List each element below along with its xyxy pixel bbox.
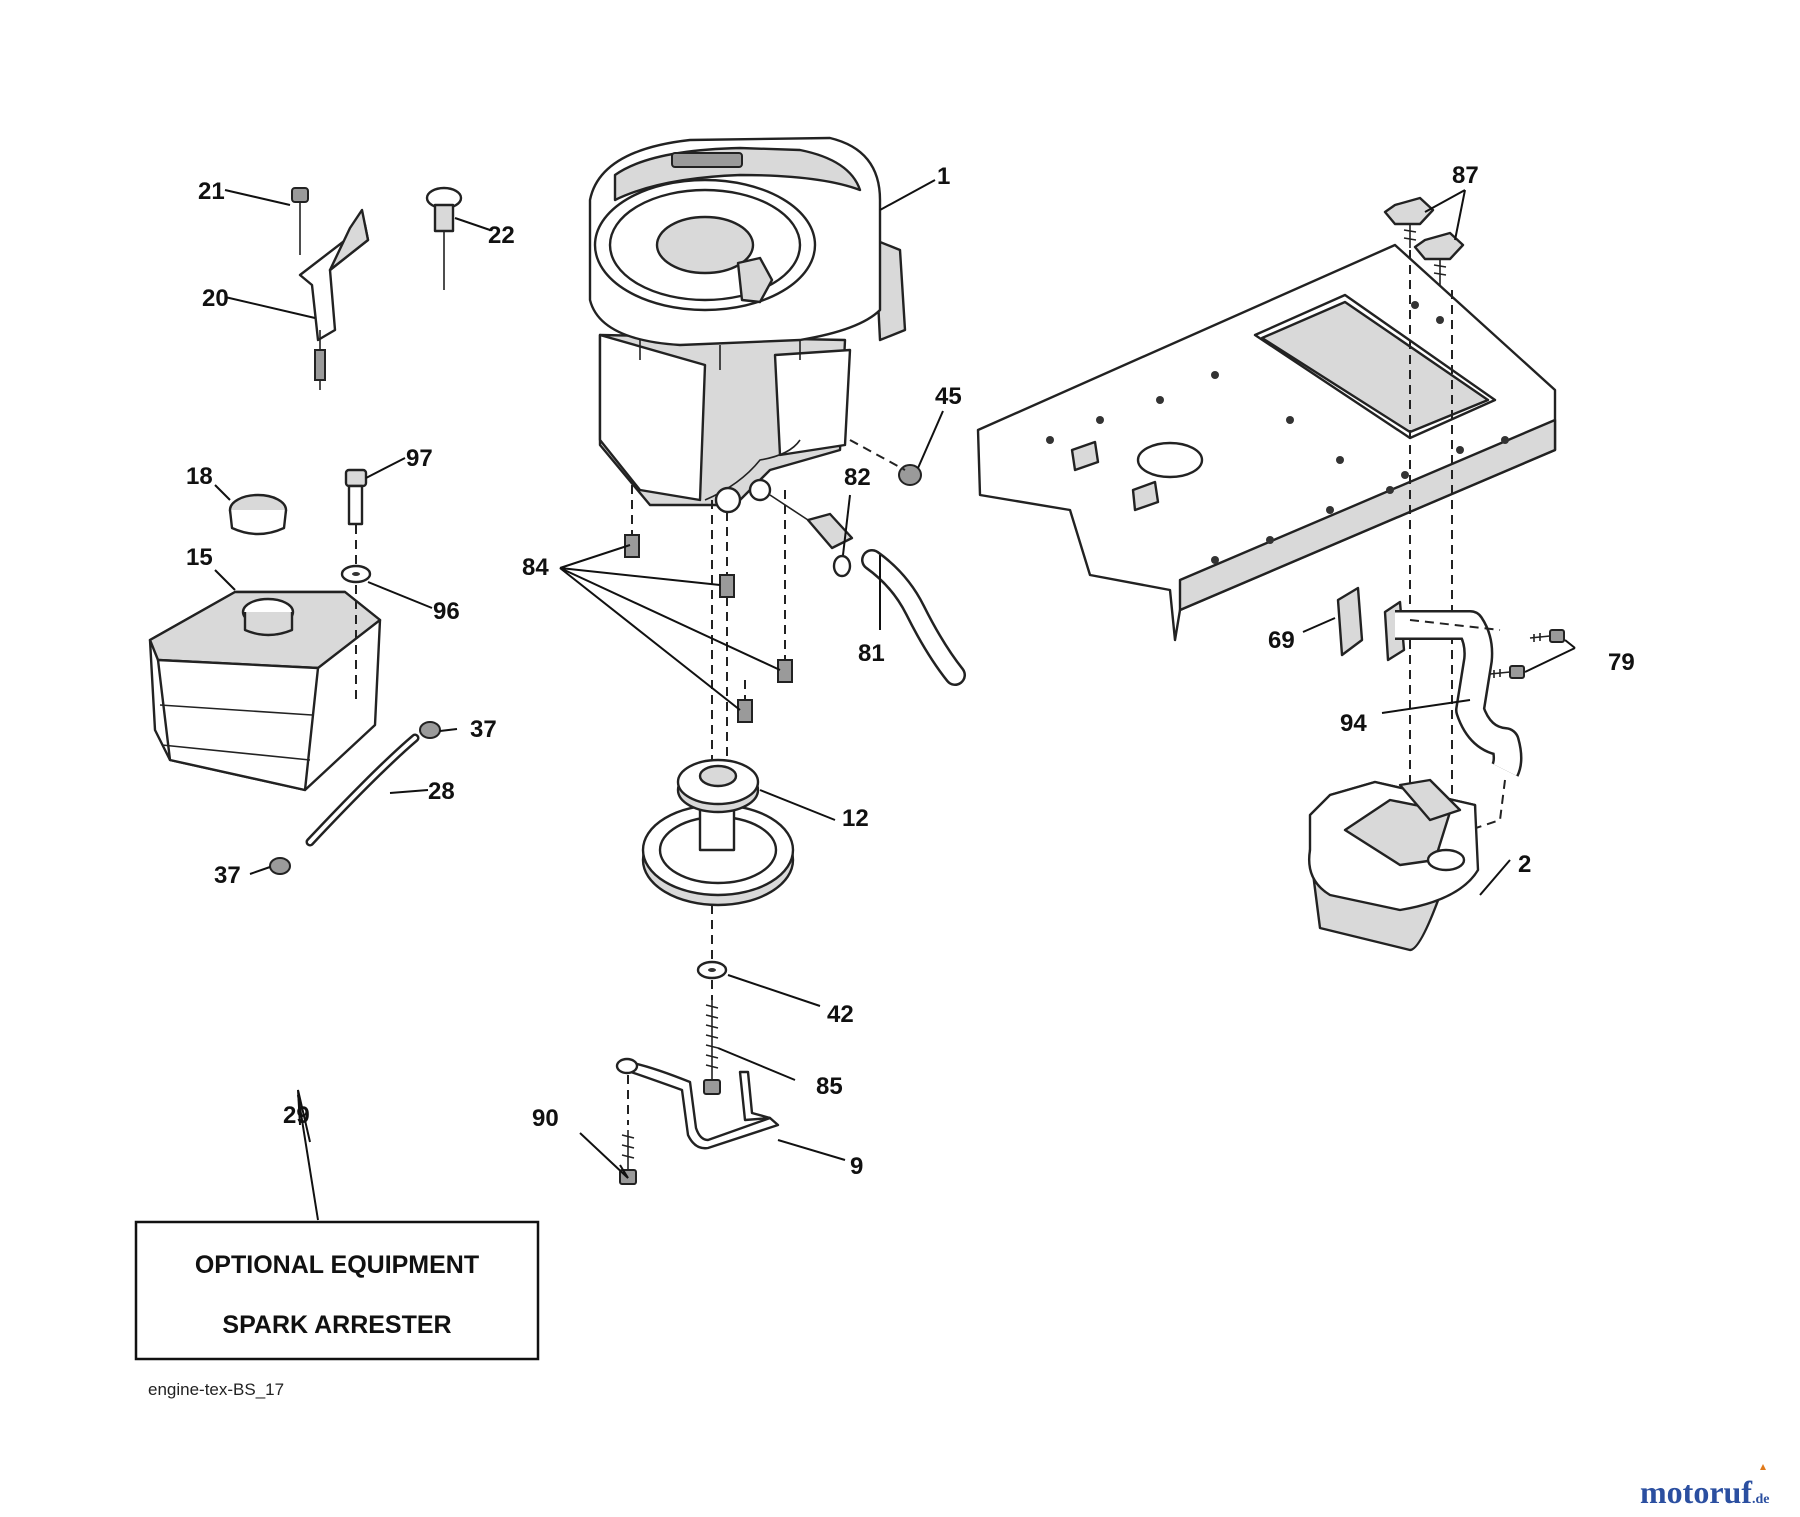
clamp-part-37-upper <box>419 721 441 739</box>
callout-81: 81 <box>858 640 885 667</box>
callout-12: 12 <box>842 805 869 832</box>
gasket-part-69 <box>1336 586 1406 662</box>
callout-37-upper: 37 <box>470 716 497 743</box>
callout-79: 79 <box>1608 649 1635 676</box>
exhaust-pipe-dashline <box>1409 619 1506 831</box>
callout-94: 94 <box>1340 710 1367 737</box>
callout-84: 84 <box>522 554 549 581</box>
callout-9: 9 <box>850 1153 863 1180</box>
callout-69: 69 <box>1268 627 1295 654</box>
fuel-tank-part-15 <box>148 590 382 792</box>
callout-42: 42 <box>827 1001 854 1028</box>
optional-equipment-text: OPTIONAL EQUIPMENT <box>195 1251 479 1279</box>
watermark-suffix: .de <box>1752 1492 1770 1507</box>
muffler-part-2 <box>1308 778 1480 952</box>
fuel-cap-part-18 <box>228 493 288 536</box>
leader-lines <box>214 179 1576 1221</box>
callout-37-lower: 37 <box>214 862 241 889</box>
clamp-part-37-lower <box>269 857 291 875</box>
fuel-line-part-28 <box>305 733 420 847</box>
callout-2: 2 <box>1518 851 1531 878</box>
callout-21: 21 <box>198 178 225 205</box>
exhaust-pipe-part-94 <box>1395 610 1523 777</box>
knob-bolts-part-87 <box>1383 196 1465 285</box>
fuel-hose-part-81 <box>861 549 966 686</box>
pulley-part-12 <box>641 758 795 907</box>
callout-20: 20 <box>202 285 229 312</box>
nut-45-dashline <box>849 439 906 471</box>
callout-45: 45 <box>935 383 962 410</box>
callout-18: 18 <box>186 463 213 490</box>
callout-87: 87 <box>1452 162 1479 189</box>
optional-equipment-box: OPTIONAL EQUIPMENT SPARK ARRESTER <box>134 1220 540 1361</box>
bracket-part-9 <box>615 1057 780 1150</box>
callout-90: 90 <box>532 1105 559 1132</box>
spark-arrester-text: SPARK ARRESTER <box>222 1311 451 1339</box>
washer-part-96 <box>340 564 372 584</box>
fuel-fitting-part-82 <box>769 494 854 578</box>
callout-labels: 1 2 9 12 15 18 20 21 22 28 29 37 37 42 4… <box>186 162 1635 1180</box>
callout-82: 82 <box>844 464 871 491</box>
callout-28: 28 <box>428 778 455 805</box>
bolt-part-90 <box>619 1130 637 1185</box>
bolt-part-85 <box>703 1000 721 1095</box>
motoruf-watermark: motoruf.de <box>1640 1464 1769 1510</box>
frame-plate <box>976 243 1557 642</box>
callout-1: 1 <box>937 163 950 190</box>
callout-29: 29 <box>283 1102 310 1129</box>
callout-15: 15 <box>186 544 213 571</box>
engine-bolt-dashlines <box>631 485 786 760</box>
callout-22: 22 <box>488 222 515 249</box>
nut-part-45 <box>898 464 922 486</box>
callout-97: 97 <box>406 445 433 472</box>
bolt-part-97 <box>344 468 368 526</box>
watermark-main: motoruf <box>1640 1474 1752 1510</box>
callout-96: 96 <box>433 598 460 625</box>
bolts-part-79 <box>1489 629 1565 679</box>
engine-part-1 <box>588 136 907 507</box>
bolt-part-21 <box>291 187 309 255</box>
callout-85: 85 <box>816 1073 843 1100</box>
svg-text:motoruf.de: motoruf.de <box>1640 1474 1769 1510</box>
washer-part-42 <box>696 960 728 980</box>
diagram-code: engine-tex-BS_17 <box>148 1380 284 1399</box>
choke-knob-part-22 <box>425 186 463 290</box>
throttle-control-part-20 <box>298 208 370 390</box>
